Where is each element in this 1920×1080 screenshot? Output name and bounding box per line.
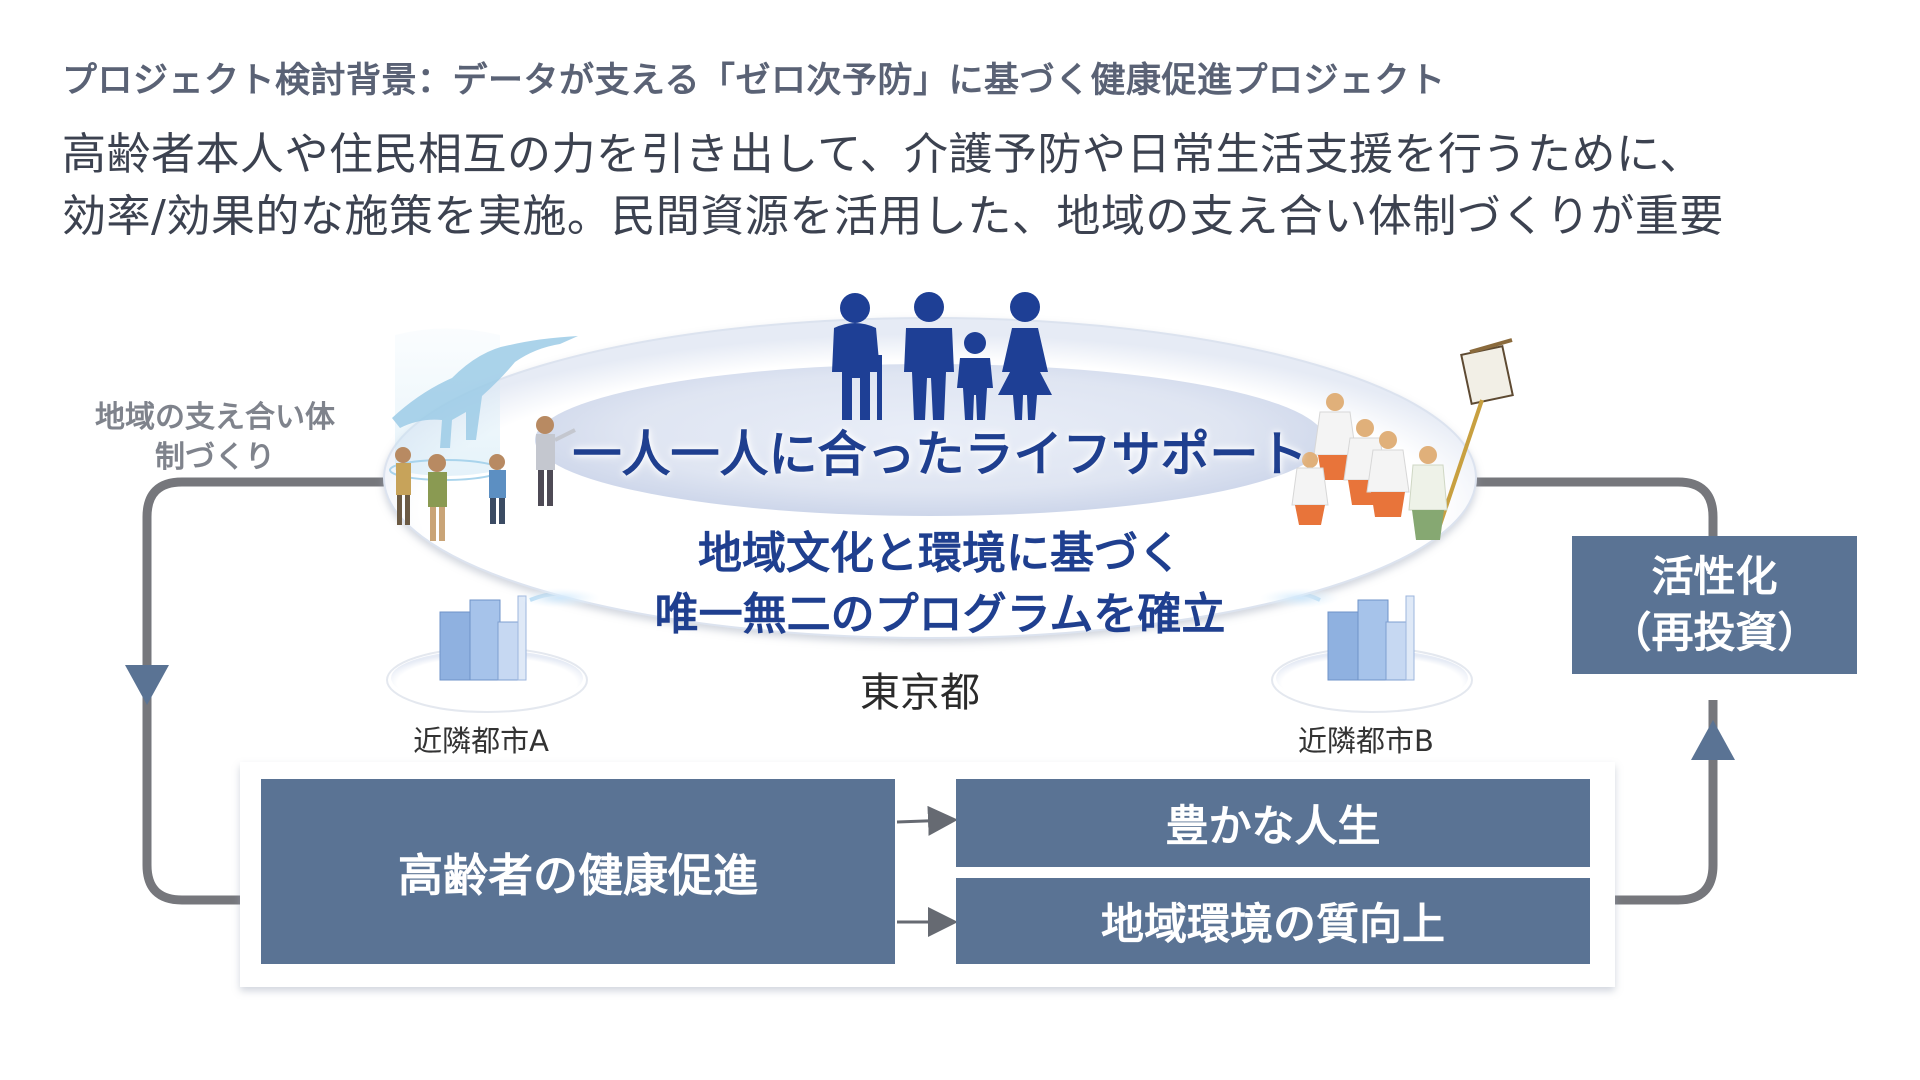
activation-box: 活性化 （再投資） [1572, 536, 1857, 674]
neighbor-city-b [1271, 591, 1473, 713]
loop-down-arrow-icon [125, 665, 169, 705]
neighbor-city-a-label: 近隣都市A [413, 724, 549, 758]
reinvestment-label: （再投資） [1609, 608, 1820, 657]
activation-label: 活性化 [1651, 552, 1778, 601]
rich-life-label: 豊かな人生 [1165, 802, 1381, 852]
festival-dancers-illustration [1291, 338, 1514, 540]
tokyo-label: 東京都 [860, 670, 980, 716]
arrow-to-rich-life [896, 805, 958, 836]
tokyo-region [383, 317, 1477, 639]
community-quality-label: 地域環境の質向上 [1101, 900, 1445, 950]
header-text-line-2: 効率/効果的な施策を実施。民間資源を活用した、地域の支え合い体制づくりが重要 [62, 191, 1724, 242]
program-text-line-2: 唯一無二のプログラムを確立 [654, 589, 1226, 640]
community-quality-box: 地域環境の質向上 [956, 878, 1590, 964]
neighbor-city-b-label: 近隣都市B [1298, 724, 1434, 758]
header-text-line-1: 高齢者本人や住民相互の力を引き出して、介護予防や日常生活支援を行うために、 [62, 129, 1704, 180]
cycle-loop [125, 477, 1735, 905]
life-support-heading: 一人一人に合ったライフサポート [572, 426, 1308, 483]
community-support-label: 地域の支え合い体制づくり [95, 400, 335, 475]
rich-life-box: 豊かな人生 [956, 779, 1590, 867]
family-silhouette-icon [832, 292, 1052, 420]
loop-right-upper-segment [1470, 477, 1718, 536]
page-title: プロジェクト検討背景：データが支える「ゼロ次予防」に基づく健康促進プロジェクト [62, 61, 1446, 101]
loop-up-arrow-icon [1691, 720, 1735, 760]
city-buildings-icon [1279, 591, 1415, 681]
dinosaur-hologram-tourists-illustration [389, 328, 578, 541]
life-support-highlight [535, 364, 1325, 516]
elderly-health-box: 高齢者の健康促進 [261, 779, 895, 964]
loop-right-lower-segment [1612, 700, 1718, 905]
elderly-health-label: 高齢者の健康促進 [397, 849, 758, 902]
program-text-line-1: 地域文化と環境に基づく [698, 528, 1182, 579]
neighbor-city-a [386, 591, 588, 713]
